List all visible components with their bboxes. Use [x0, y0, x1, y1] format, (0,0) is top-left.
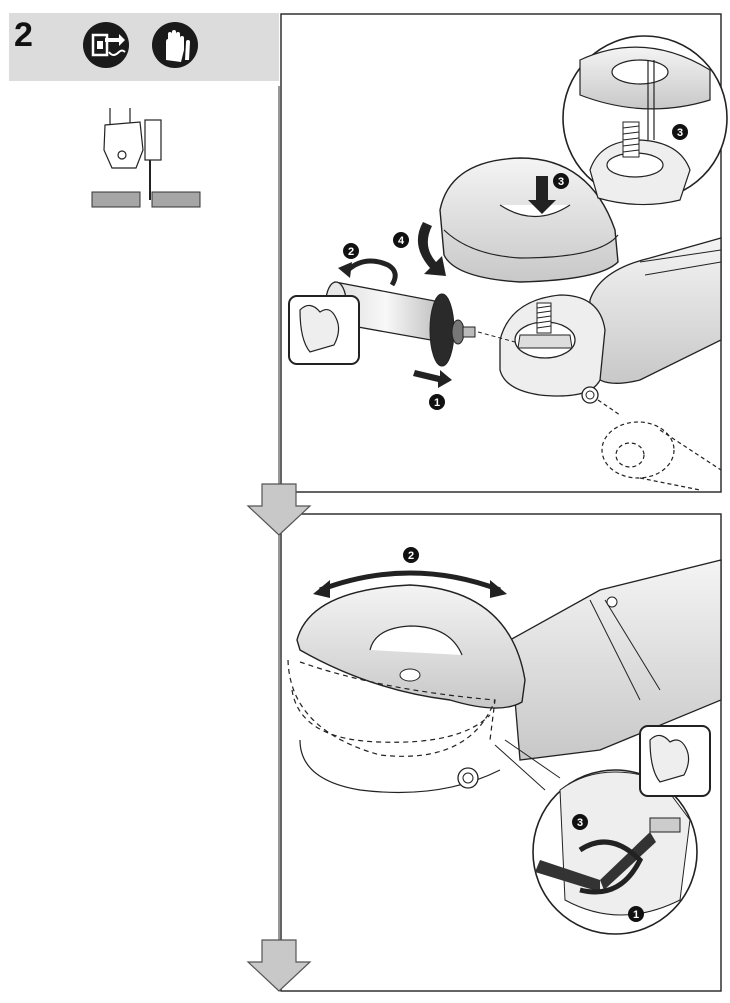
callout-p1-a: 1 — [434, 397, 440, 409]
callout-p2-a: 2 — [408, 550, 414, 562]
down-arrow-1 — [246, 483, 312, 536]
callout-p2-c: 1 — [633, 909, 639, 921]
unplug-power-icon — [83, 22, 129, 68]
callout-p1-c: 3 — [558, 176, 564, 188]
callout-p1-d: 3 — [677, 127, 683, 139]
callout-p1-b: 2 — [348, 246, 354, 258]
callout-p2-b: 3 — [577, 817, 583, 829]
panel-2-frame — [280, 513, 722, 992]
callout-p1-e: 4 — [398, 235, 405, 247]
down-arrow-2 — [246, 939, 312, 992]
step-header-band — [9, 13, 279, 81]
wear-gloves-icon — [152, 22, 198, 68]
step-number: 2 — [14, 16, 33, 54]
